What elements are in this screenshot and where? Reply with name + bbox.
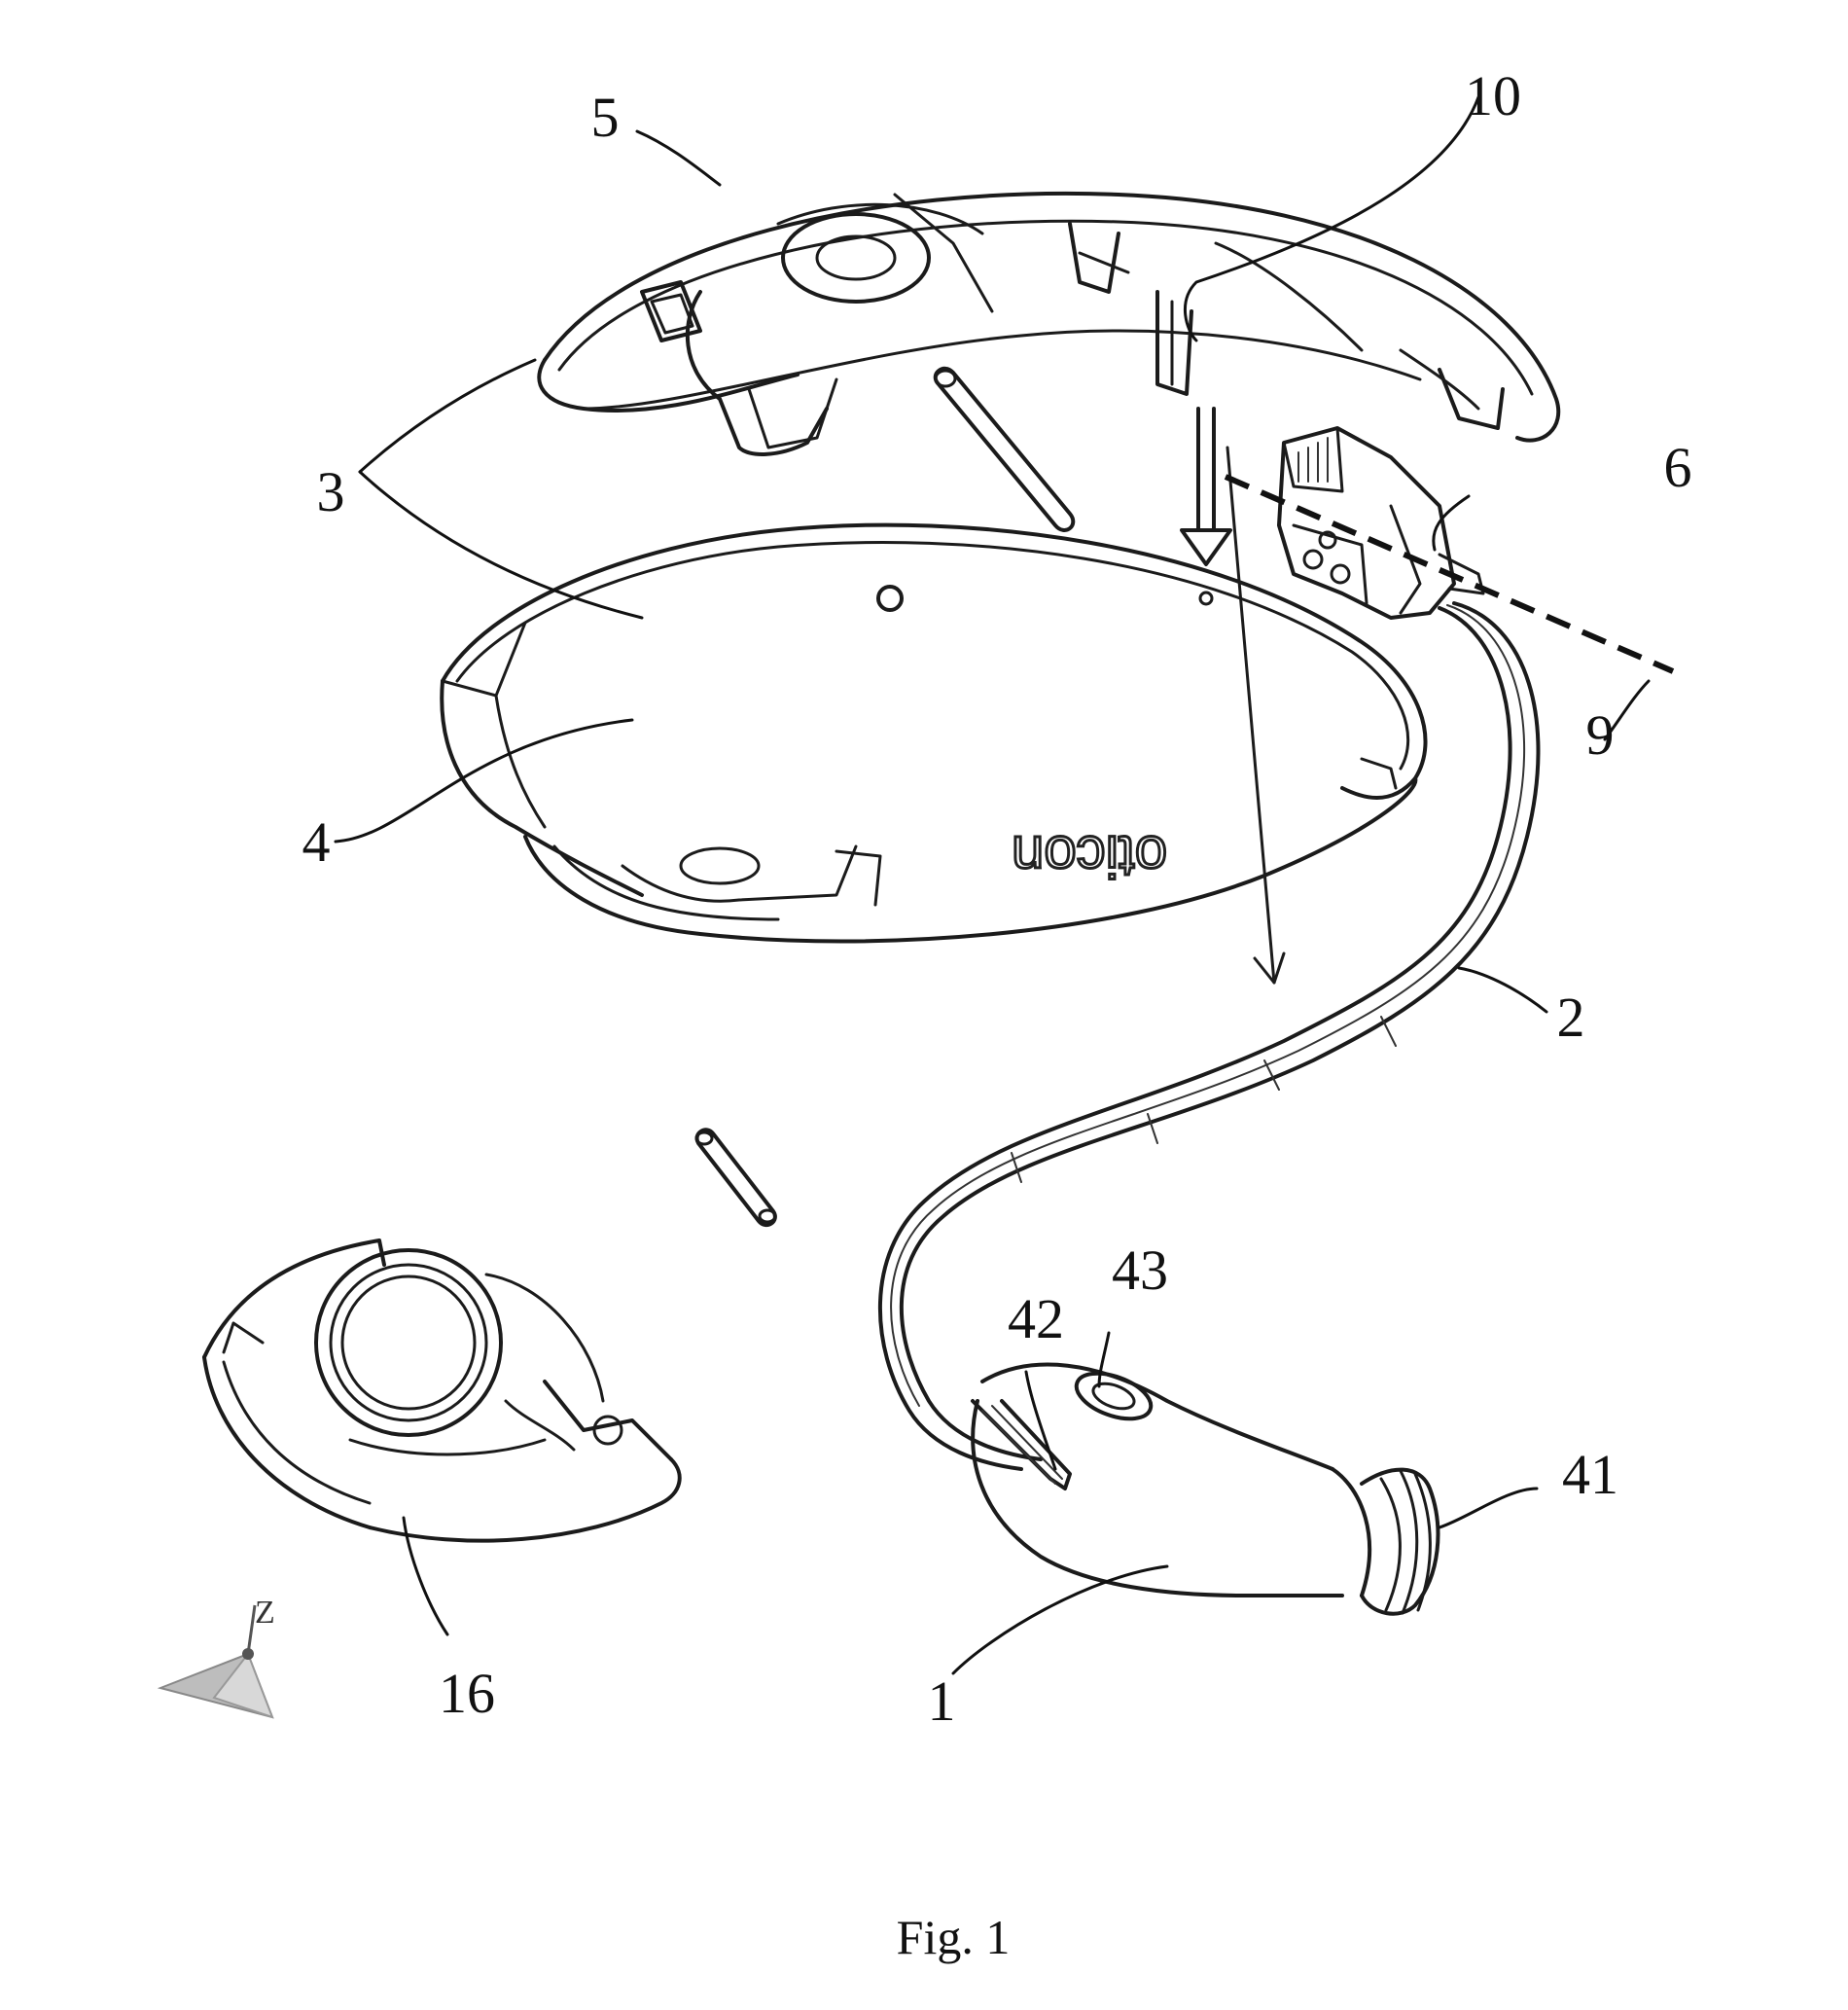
label-4: 4 — [302, 810, 331, 874]
label-2: 2 — [1557, 986, 1585, 1049]
label-41: 41 — [1562, 1443, 1618, 1506]
reference-numerals: 5 10 3 6 9 4 2 42 43 41 16 1 — [302, 64, 1692, 1733]
receiver-module-part-6 — [1279, 428, 1483, 618]
battery-door-part-16 — [204, 1240, 680, 1541]
label-9: 9 — [1586, 703, 1615, 767]
coordinate-axis-icon: Z — [160, 1595, 275, 1717]
label-10: 10 — [1465, 64, 1521, 127]
label-16: 16 — [439, 1662, 495, 1725]
label-3: 3 — [317, 460, 345, 523]
label-42: 42 — [1008, 1287, 1064, 1350]
main-housing-part-3-4: oticon — [442, 525, 1425, 942]
label-5: 5 — [591, 86, 620, 149]
axis-label-z: Z — [255, 1595, 275, 1631]
label-6: 6 — [1664, 436, 1692, 499]
earpiece-part-1 — [973, 1365, 1438, 1614]
label-1: 1 — [928, 1669, 956, 1733]
leader-lines — [336, 97, 1649, 1673]
top-shell-part-5 — [539, 194, 1558, 454]
figure-caption: Fig. 1 — [897, 1910, 1011, 1964]
brand-text-oticon: oticon — [1012, 824, 1167, 889]
label-43: 43 — [1112, 1238, 1168, 1302]
cable-part-2 — [880, 603, 1539, 1469]
pin-lower — [696, 1130, 775, 1225]
pin-upper — [936, 369, 1074, 530]
